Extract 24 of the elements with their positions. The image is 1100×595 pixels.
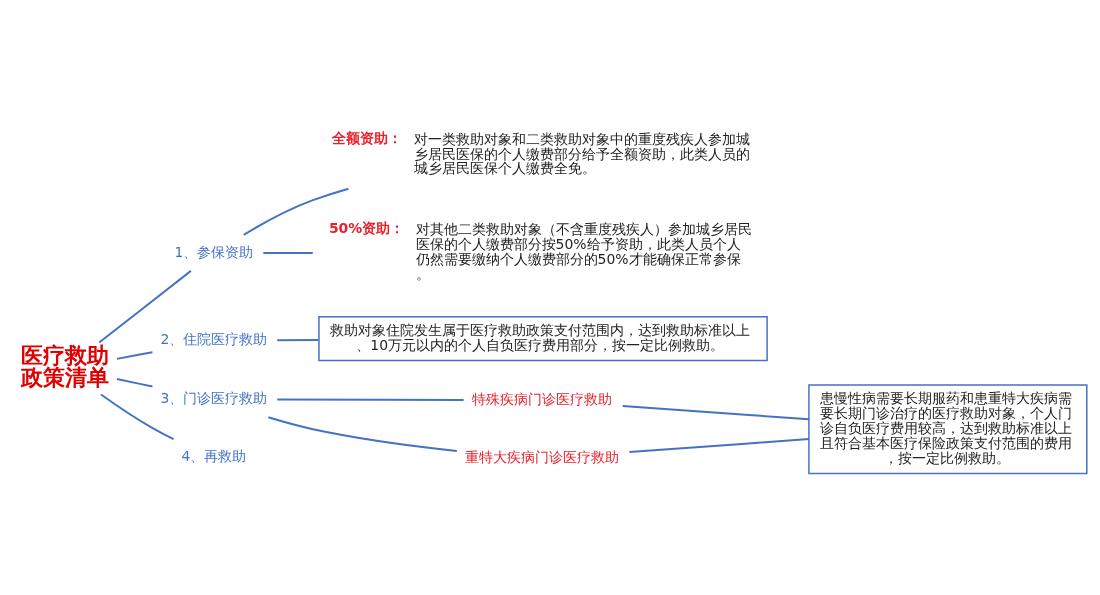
node-text: 重特大疾病门诊医疗救助 [464,448,619,465]
connector [115,377,154,387]
node-text: 3、门诊医疗救助 [160,389,268,406]
node-box: 救助对象住院发生属于医疗救助政策支付范围内，达到救助标准以上、10万元以内的个人自负医疗费用部分，按一定比例救助。 [318,315,768,361]
connector [262,251,314,254]
node-label: 对其他二类救助对象（不含重度残疾人）参加城乡居民医保的个人缴费部分按50%给予资助，此类人员个人仍然需要缴纳个人缴费部分的50%才能确保正常参保。 [415,220,752,282]
connector [628,437,810,453]
node-box: 患慢性病需要长期服药和患重特大疾病需要长期门诊治疗的医疗救助对象，个人门诊自负医疗费用较高，达到救助标准以上且符合基本医疗保险政策支付范围的费用，按一定比例救助。 [808,383,1088,474]
node-text: 1、参保资助 [174,243,254,260]
connector [267,415,458,452]
node-text: 医疗救助政策清单 [21,341,110,390]
node-text: 2、住院医疗救助 [160,330,268,347]
connector [100,393,175,440]
connector [276,338,320,341]
connector [115,350,154,360]
connector [276,398,465,401]
connector [98,269,192,344]
node-text: 4、再救助 [181,447,247,464]
node-text: 特殊疾病门诊医疗救助 [471,390,612,407]
node-label: 对一类救助对象和二类救助对象中的重度残疾人参加城乡居民医保的个人缴费部分给予全额资助，此类人员的城乡居民医保个人缴费全免。 [413,130,750,176]
connector [621,404,810,420]
node-text: 50%资助： [328,219,405,236]
node-text: 全额资助： [331,129,402,146]
connector [242,187,350,236]
